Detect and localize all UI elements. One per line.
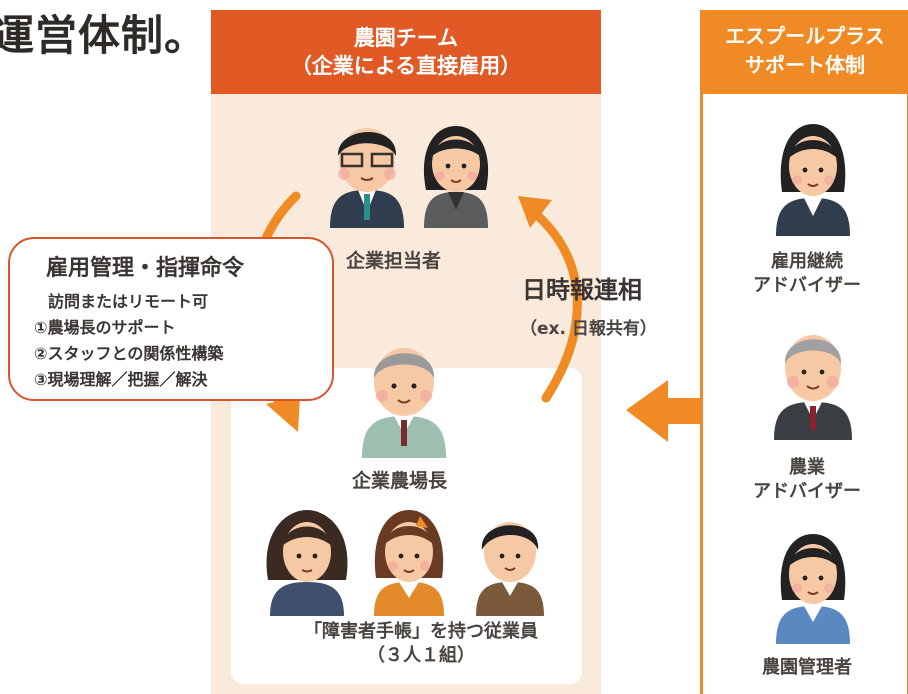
agriculture-advisor-line2: アドバイザー	[753, 481, 861, 503]
company-staff-man-icon	[330, 128, 404, 228]
farm-manager-label: 企業農場長	[352, 470, 448, 492]
farm-administrator-icon	[776, 534, 850, 644]
farm-administrator-label: 農園管理者	[712, 656, 902, 680]
company-staff-woman-icon	[423, 126, 489, 228]
support-header-subtitle: サポート体制	[745, 53, 865, 77]
reporting-subtitle: （ex. 日報共有）	[520, 319, 657, 339]
company-staff-label: 企業担当者	[346, 250, 442, 272]
farm-administrator-line1: 農園管理者	[762, 657, 852, 678]
support-header: エスプールプラス サポート体制	[700, 10, 908, 94]
callout-line-2: ①農場長のサポート	[34, 318, 176, 337]
employees-label-line1: 「障害者手帳」を持つ従業員	[304, 621, 538, 642]
callout-line-1: 訪問またはリモート可	[48, 292, 209, 311]
employees-label-line2: （３人１組）	[367, 645, 475, 667]
employee-2-icon	[374, 510, 444, 616]
support-to-farm-arrow	[626, 380, 700, 442]
agriculture-advisor-label: 農業 アドバイザー	[712, 456, 902, 505]
employment-advisor-line2: アドバイザー	[753, 275, 861, 297]
agriculture-advisor-line1: 農業	[789, 457, 825, 478]
right-arrowhead	[518, 196, 552, 228]
page-heading: 運営体制。	[0, 11, 208, 60]
management-callout	[8, 237, 334, 401]
farm-manager-icon	[362, 348, 446, 458]
support-header-title: エスプールプラス	[725, 24, 885, 48]
farm-team-header: 農園チーム （企業による直接雇用）	[211, 10, 601, 94]
agriculture-advisor-icon	[774, 335, 852, 440]
left-arrowhead	[266, 396, 300, 432]
employment-advisor-label: 雇用継続 アドバイザー	[712, 250, 902, 299]
employee-1-icon	[266, 510, 348, 616]
callout-title: 雇用管理・指揮命令	[46, 256, 245, 281]
employee-3-icon	[476, 522, 544, 616]
employment-advisor-line1: 雇用継続	[771, 251, 843, 272]
farm-team-header-subtitle: （企業による直接雇用）	[290, 54, 522, 79]
farm-team-header-title: 農園チーム	[353, 26, 459, 50]
callout-line-3: ②スタッフとの関係性構築	[34, 344, 224, 363]
callout-line-4: ③現場理解／把握／解決	[34, 370, 208, 389]
reporting-title: 日時報連相	[522, 276, 642, 304]
employees-label: 「障害者手帳」を持つ従業員 （３人１組）	[286, 620, 556, 669]
right-curved-arrow	[533, 211, 582, 403]
employment-advisor-icon	[776, 124, 850, 236]
